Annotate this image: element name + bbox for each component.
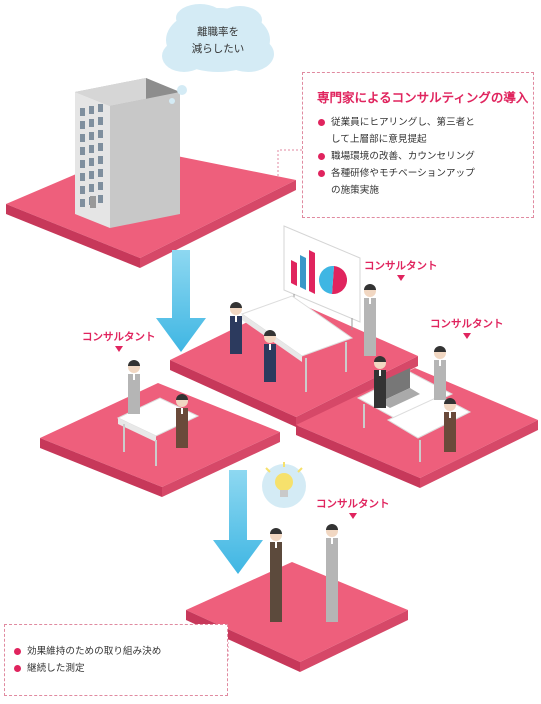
window-icon <box>80 108 85 116</box>
window-icon <box>98 117 103 125</box>
meeting-table-left <box>116 397 200 466</box>
pointer-triangle-icon <box>396 275 405 281</box>
window-icon <box>89 119 94 127</box>
consultant-figure-3 <box>128 360 140 414</box>
result-item-1: 効果維持のための取り組み決め <box>13 643 219 660</box>
consultant-label-3: コンサルタント <box>82 329 156 352</box>
window-icon <box>98 182 103 190</box>
consulting-box-title: 専門家によるコンサルティングの導入 <box>317 90 529 105</box>
window-icon <box>89 145 94 153</box>
consulting-item-1-cont: して上層部に意見提起 <box>331 134 427 145</box>
window-icon <box>80 160 85 168</box>
window-icon <box>98 169 103 177</box>
consultant-figure-2 <box>434 346 446 400</box>
consulting-item-1: 従業員にヒアリングし、第三者と <box>317 114 523 131</box>
pointer-triangle-icon <box>114 346 123 352</box>
window-icon <box>80 147 85 155</box>
consulting-item-2: 職場環境の改善、カウンセリング <box>317 148 523 165</box>
employee-figure-3 <box>176 394 188 448</box>
consultant-figure-4 <box>326 524 338 622</box>
window-icon <box>80 173 85 181</box>
window-icon <box>89 184 94 192</box>
tile-consulting-presentation <box>170 300 418 427</box>
window-icon <box>98 130 103 138</box>
consultant-label-4: コンサルタント <box>316 496 390 519</box>
window-icon <box>80 199 85 207</box>
window-icon <box>98 195 103 203</box>
window-icon <box>98 104 103 112</box>
employee-figure-result <box>270 528 282 622</box>
consultant-label-3-text: コンサルタント <box>82 331 156 343</box>
employee-figure-1 <box>230 302 242 354</box>
flow-arrow-down-1 <box>156 250 206 352</box>
trainee-figure-1 <box>374 356 386 408</box>
building-windows <box>80 104 103 208</box>
consultant-label-2-text: コンサルタント <box>430 318 504 330</box>
thought-bubble-text: 離職率を 減らしたい <box>178 24 258 58</box>
thought-line-1: 離職率を <box>197 26 239 38</box>
result-item-2: 継続した測定 <box>13 660 219 677</box>
consulting-box: 専門家によるコンサルティングの導入 従業員にヒアリングし、第三者と して上層部に… <box>302 72 534 218</box>
employee-figure-2 <box>264 330 276 382</box>
trainee-figure-2 <box>444 398 456 452</box>
pointer-triangle-icon <box>348 513 357 519</box>
pointer-triangle-icon <box>462 333 471 339</box>
consultant-label-1: コンサルタント <box>364 258 438 281</box>
connector-line-top <box>277 149 302 178</box>
chart-board-icon <box>283 225 361 330</box>
door-icon <box>90 196 96 208</box>
people-figures <box>128 284 456 622</box>
window-icon <box>89 106 94 114</box>
consulting-item-list: 従業員にヒアリングし、第三者と して上層部に意見提起 職場環境の改善、カウンセリ… <box>317 114 523 199</box>
laptop-icon <box>380 368 420 408</box>
window-icon <box>89 158 94 166</box>
window-icon <box>80 134 85 142</box>
window-icon <box>98 156 103 164</box>
consulting-item-3: 各種研修やモチベーションアップ <box>317 165 523 182</box>
consulting-item-3-cont: の施策実施 <box>331 185 379 196</box>
thought-bubble <box>162 4 274 104</box>
consultant-label-1-text: コンサルタント <box>364 260 438 272</box>
thought-line-2: 減らしたい <box>191 43 245 55</box>
lightbulb-icon <box>262 462 306 508</box>
window-icon <box>89 132 94 140</box>
flow-arrow-down-2 <box>213 470 263 574</box>
window-icon <box>89 171 94 179</box>
tile-consulting-meeting <box>40 383 280 497</box>
consultant-label-4-text: コンサルタント <box>316 498 390 510</box>
window-icon <box>80 121 85 129</box>
window-icon <box>80 186 85 194</box>
window-icon <box>98 143 103 151</box>
result-item-list: 効果維持のための取り組み決め 継続した測定 <box>13 643 219 677</box>
consultant-figure-1 <box>364 284 376 356</box>
consultant-label-2: コンサルタント <box>430 316 504 339</box>
result-box: 効果維持のための取り組み決め 継続した測定 <box>4 624 228 696</box>
